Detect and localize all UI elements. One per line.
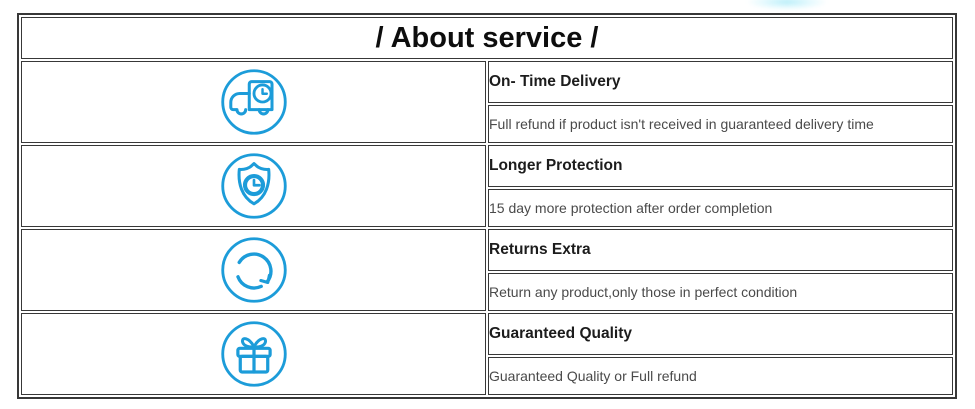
page-artifact-smudge <box>748 0 826 10</box>
table-row: Guaranteed Quality <box>21 313 953 395</box>
service-title: Returns Extra <box>488 229 953 271</box>
table-row: Return any product,only those in perfect… <box>21 273 953 311</box>
circular-arrow-icon <box>220 237 287 303</box>
service-icon-cell <box>21 61 486 143</box>
service-table: / About service / On- Time Delivery <box>17 13 957 399</box>
service-description: Return any product,only those in perfect… <box>488 273 953 311</box>
service-description: 15 day more protection after order compl… <box>488 189 953 227</box>
table-row: Guaranteed Quality or Full refund <box>21 357 953 395</box>
table-row: Longer Protection <box>21 145 953 227</box>
service-title: Guaranteed Quality <box>488 313 953 355</box>
table-row: Returns Extra <box>21 229 953 311</box>
service-icon-cell <box>21 313 486 395</box>
truck-clock-icon <box>220 69 287 135</box>
service-icon-cell <box>21 229 486 311</box>
table-row: On- Time Delivery <box>21 61 953 143</box>
table-row: Full refund if product isn't received in… <box>21 105 953 143</box>
gift-box-icon <box>220 321 287 387</box>
service-title: On- Time Delivery <box>488 61 953 103</box>
service-description: Full refund if product isn't received in… <box>488 105 953 143</box>
page-title: / About service / <box>21 17 953 59</box>
service-description: Guaranteed Quality or Full refund <box>488 357 953 395</box>
table-row: 15 day more protection after order compl… <box>21 189 953 227</box>
service-icon-cell <box>21 145 486 227</box>
service-title: Longer Protection <box>488 145 953 187</box>
shield-clock-icon <box>220 153 287 219</box>
